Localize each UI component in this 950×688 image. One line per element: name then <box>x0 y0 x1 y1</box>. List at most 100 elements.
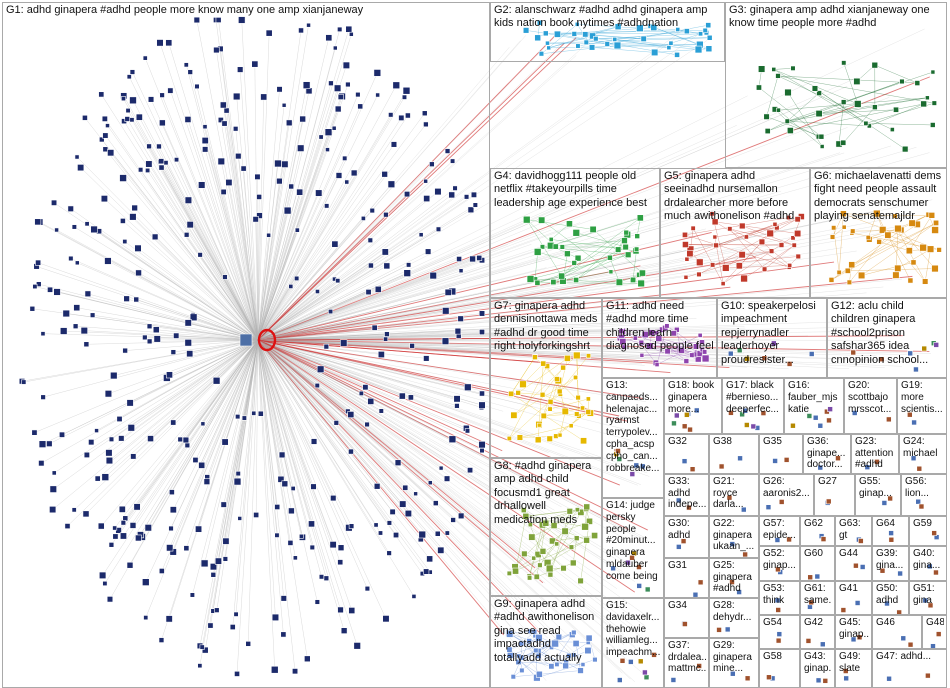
edge <box>204 149 259 341</box>
node <box>51 199 58 206</box>
node <box>254 173 261 180</box>
edge <box>168 42 259 341</box>
node <box>591 532 598 539</box>
node <box>519 380 527 388</box>
node <box>560 364 566 371</box>
node <box>822 678 829 684</box>
node <box>827 406 833 412</box>
group-g56: G56: lion... <box>901 474 947 516</box>
node <box>476 255 483 261</box>
node <box>232 126 239 132</box>
edge <box>257 339 877 356</box>
node <box>816 90 822 96</box>
edge <box>257 339 624 561</box>
group-g9: G9: ginapera adhd #adhd awithonelison gi… <box>490 596 602 688</box>
edge <box>843 106 876 143</box>
node <box>345 81 351 88</box>
node <box>542 519 550 527</box>
node <box>786 361 793 367</box>
node <box>101 473 110 481</box>
edge <box>843 81 903 103</box>
node <box>108 436 115 442</box>
node <box>884 231 892 239</box>
group-label: G40: gina... <box>913 548 941 571</box>
group-g14: G14: judge persky people #20minut... gin… <box>602 498 664 598</box>
group-label: G48 <box>926 617 944 628</box>
edge <box>257 339 352 611</box>
node <box>915 498 922 505</box>
node <box>931 226 939 234</box>
edge <box>161 167 259 341</box>
node <box>74 154 80 160</box>
node <box>546 435 553 442</box>
node <box>682 231 688 238</box>
edge <box>257 339 644 655</box>
edge <box>122 220 259 341</box>
edge <box>147 170 259 341</box>
edge <box>49 339 259 444</box>
node <box>129 96 137 105</box>
node <box>683 274 689 280</box>
edge <box>257 339 620 486</box>
node <box>840 210 847 218</box>
node <box>790 422 796 429</box>
node <box>851 410 858 416</box>
edge <box>575 643 581 671</box>
node <box>316 365 325 373</box>
edge <box>257 339 885 368</box>
node <box>819 144 825 149</box>
edge <box>525 516 586 527</box>
edge <box>257 278 903 341</box>
node <box>884 600 890 607</box>
edge <box>257 215 260 341</box>
node <box>664 323 670 329</box>
node <box>411 594 417 599</box>
node <box>536 19 543 26</box>
node <box>146 143 152 150</box>
node <box>901 145 909 153</box>
edge <box>257 339 448 479</box>
edge <box>257 339 387 619</box>
node <box>325 34 333 42</box>
node <box>281 102 287 108</box>
node <box>47 286 54 293</box>
node <box>574 254 582 262</box>
group-label: G58 <box>763 651 782 662</box>
node <box>622 243 629 251</box>
node <box>367 397 375 405</box>
node <box>399 500 407 508</box>
edge <box>552 535 595 542</box>
node <box>545 564 554 573</box>
node <box>256 212 263 219</box>
node <box>582 31 589 38</box>
edge <box>257 96 341 341</box>
edge <box>257 228 706 341</box>
edge <box>228 182 259 341</box>
node <box>668 40 674 46</box>
edge <box>541 219 612 272</box>
group-g35: G35 <box>759 434 803 474</box>
node <box>929 122 936 128</box>
node <box>553 30 561 38</box>
node <box>251 60 259 68</box>
edge <box>257 339 503 452</box>
edge <box>257 193 613 341</box>
node <box>97 522 105 530</box>
node <box>235 152 242 160</box>
node <box>168 525 174 532</box>
node <box>165 39 173 47</box>
node <box>670 330 677 337</box>
node <box>739 411 745 418</box>
node <box>927 602 934 609</box>
node <box>147 435 154 442</box>
node <box>512 567 519 575</box>
edge <box>257 37 577 341</box>
node <box>621 237 628 244</box>
edge <box>715 221 798 234</box>
node <box>126 399 134 407</box>
edge <box>257 339 442 469</box>
node <box>314 599 320 605</box>
node <box>266 232 272 238</box>
node <box>392 81 401 90</box>
node <box>280 631 287 638</box>
